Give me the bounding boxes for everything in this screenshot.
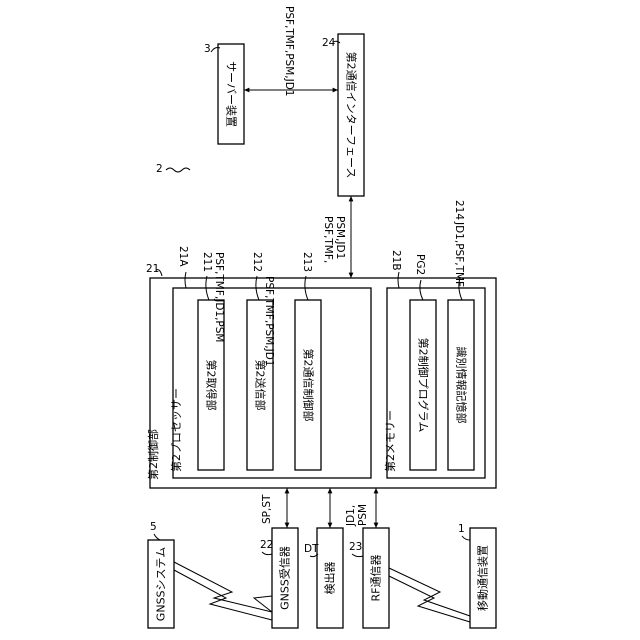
svg-text:RF通信器: RF通信器 [370,555,383,602]
system-ref: 2 [156,163,190,175]
gnss-system: GNSSシステム 5 [148,521,174,628]
svg-text:PSM: PSM [357,504,369,526]
svg-text:GNSS受信器: GNSS受信器 [279,546,292,610]
svg-text:3: 3 [204,43,211,55]
server-interface-link: PSF,TMF,PSM,JD1 [244,6,338,96]
svg-text:1: 1 [458,523,465,535]
svg-text:5: 5 [150,521,157,533]
svg-text:214: 214 [453,200,465,220]
svg-text:第2制御プログラム: 第2制御プログラム [417,338,431,433]
svg-text:SP,ST: SP,ST [261,494,273,524]
svg-text:211: 211 [201,252,213,272]
svg-text:識別情報記憶部: 識別情報記憶部 [455,347,469,424]
svg-text:24: 24 [322,37,336,49]
svg-text:2: 2 [156,163,163,175]
svg-text:第2取得部: 第2取得部 [205,360,219,411]
interface-control-link: PSF,TMF, PSM,JD1 [322,196,351,278]
comm-interface-2: 第2通信インターフェース 24 [322,34,364,196]
svg-text:第2制御部: 第2制御部 [146,429,160,480]
svg-text:JD1,: JD1, [345,505,357,527]
svg-text:GNSSシステム: GNSSシステム [155,547,168,621]
id-storage-unit: 識別情報記憶部 214 JD1,PSF,TMF [448,200,474,470]
svg-text:PSF,TMF,: PSF,TMF, [322,216,334,263]
server-device: サーバー装置 3 [204,43,244,144]
svg-text:PSM,JD1: PSM,JD1 [334,216,346,259]
svg-text:DT: DT [304,543,319,555]
svg-text:サーバー装置: サーバー装置 [225,61,238,127]
svg-text:JD1,PSF,TMF: JD1,PSF,TMF [453,221,465,287]
svg-text:PG2: PG2 [414,254,426,275]
svg-text:23: 23 [349,541,362,553]
svg-text:PSF,TMF,JD1,PSM: PSF,TMF,JD1,PSM [213,252,225,342]
mobile-comm-device: 移動通信装置 1 [458,523,496,628]
svg-text:PSF,TMF,PSM,JD1: PSF,TMF,PSM,JD1 [263,276,275,366]
svg-text:第2プロセッサー: 第2プロセッサー [169,388,183,472]
svg-text:21: 21 [146,263,159,275]
svg-text:22: 22 [260,539,273,551]
svg-text:21A: 21A [177,246,189,267]
detector: 検出器 DT [304,488,343,628]
svg-text:移動通信装置: 移動通信装置 [476,545,490,611]
svg-text:PSF,TMF,PSM,JD1: PSF,TMF,PSM,JD1 [283,6,295,96]
svg-text:213: 213 [301,252,313,272]
svg-text:検出器: 検出器 [323,562,337,595]
svg-text:第2送信部: 第2送信部 [254,360,268,411]
rf-communicator: RF通信器 23 JD1, PSM [345,488,389,628]
svg-text:第2通信制御部: 第2通信制御部 [302,349,316,422]
svg-text:212: 212 [251,252,263,272]
svg-text:第2メモリー: 第2メモリー [383,410,397,472]
svg-text:21B: 21B [390,250,402,271]
wireless-link-gnss [174,562,272,620]
wireless-link-mobile [389,568,470,622]
svg-text:第2通信インターフェース: 第2通信インターフェース [345,52,359,179]
